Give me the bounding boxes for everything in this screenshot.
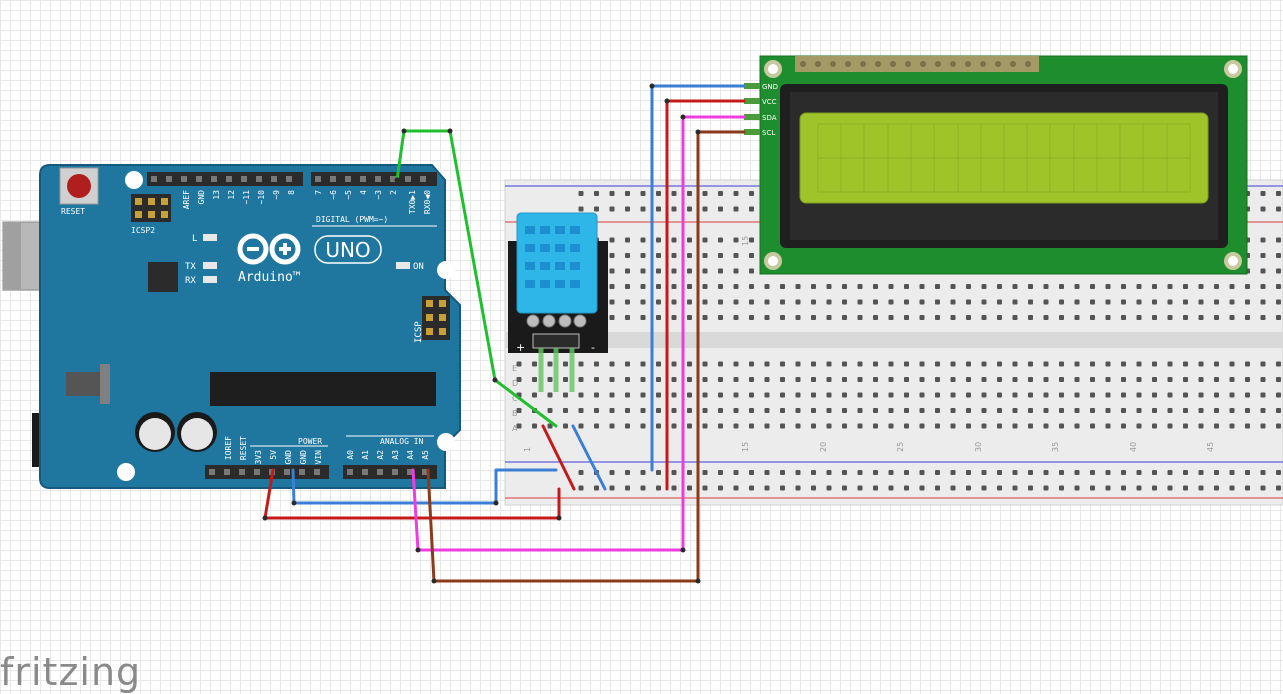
column-number: 40 (1129, 442, 1138, 452)
column-number: 20 (819, 442, 828, 452)
pin-label: A1 (361, 450, 370, 460)
mounting-hole (437, 261, 455, 279)
pin-label: A0 (346, 450, 355, 460)
led-tx-label: TX (185, 262, 196, 272)
wire-red-sensor-vcc[interactable] (541, 424, 576, 491)
wire-endpoints (262, 83, 701, 584)
column-number: 15 (741, 236, 750, 246)
pin-label: RESET (239, 436, 248, 460)
atmega-chip (210, 372, 436, 406)
digital-label: DIGITAL (PWM=~) (316, 215, 388, 224)
led-tx (203, 262, 217, 269)
icsp2-label: ICSP2 (131, 226, 155, 235)
analog-label: ANALOG IN (380, 437, 424, 446)
arduino-label: Arduino™ (238, 270, 301, 285)
pin-label: 8 (287, 190, 296, 195)
voltage-regulator (66, 364, 110, 404)
pin-label: ~11 (242, 190, 251, 205)
sensor-pin-header (532, 333, 580, 349)
uno-badge (314, 235, 382, 264)
icsp-label: ICSP (414, 321, 424, 343)
pin-label: ~5 (344, 190, 353, 200)
pin-label: ~3 (374, 190, 383, 200)
mounting-hole (437, 433, 455, 451)
pin-label: 7 (314, 190, 323, 195)
arduino-uno-board: RESET ICSP2 AREF GND 13 12 ~11 (2, 164, 461, 489)
pin-label: A3 (391, 450, 400, 460)
led-rx (203, 276, 217, 283)
pin-label: 13 (212, 190, 221, 200)
capacitor (177, 412, 217, 452)
icsp-header (422, 296, 450, 340)
icsp2-header (131, 194, 171, 222)
lcd-1602-module: GND VCC SDA SCL (744, 55, 1248, 275)
pin-label: 3V3 (254, 450, 263, 465)
pin-label: 5V (269, 450, 278, 460)
pin-label: 12 (227, 190, 236, 200)
arduino-logo-icon (237, 233, 301, 265)
digital-header (147, 172, 437, 186)
fritzing-brand-label: fritzing (0, 650, 142, 694)
center-channel (505, 332, 1283, 348)
mounting-hole (125, 171, 143, 189)
power-header (205, 465, 329, 479)
row-label: D (512, 379, 518, 388)
pin-label: A2 (376, 450, 385, 460)
reset-label: RESET (61, 207, 85, 216)
row-label: A (512, 424, 518, 433)
row-label: E (512, 364, 517, 373)
pin-label: 4 (359, 190, 368, 195)
analog-header (343, 465, 437, 479)
pin-label: A5 (421, 450, 430, 460)
lcd-top-header (795, 56, 1039, 72)
column-number: 1 (523, 447, 532, 452)
led-on (396, 262, 410, 269)
pin-label: VIN (314, 450, 323, 465)
pin-label: IOREF (224, 436, 233, 460)
uno-label: UNO (325, 238, 370, 262)
dht11-sensor-module: + - (508, 212, 608, 392)
pin-label: A4 (406, 450, 415, 460)
led-l-label: L (192, 234, 197, 244)
reset-button-cap[interactable] (67, 174, 91, 198)
board-pcb (39, 164, 461, 489)
column-number: 30 (974, 442, 983, 452)
capacitor (135, 412, 175, 452)
pin-label: RX0◀0 (423, 190, 432, 214)
pin-label: ~10 (257, 190, 266, 205)
led-on-label: ON (413, 262, 424, 272)
pin-label: 2 (389, 190, 398, 195)
usb-chip (148, 262, 178, 292)
led-l (203, 234, 217, 241)
pin-label: TX0▶1 (408, 190, 417, 214)
bottom-power-rail (570, 466, 1283, 494)
lcd-pin-label: GND (762, 83, 778, 91)
lcd-pin-label: SDA (762, 114, 777, 122)
pin-label: GND (284, 450, 293, 465)
sensor-plus-label: + (516, 341, 525, 354)
wire-red-5v[interactable] (263, 468, 561, 520)
pin-label: AREF (182, 190, 191, 209)
row-label: C (512, 394, 518, 403)
row-label: B (512, 409, 518, 418)
column-number: 45 (1206, 442, 1215, 452)
wire-blue-sensor-gnd[interactable] (571, 424, 607, 491)
column-number: 25 (896, 442, 905, 452)
pin-label: GND (299, 450, 308, 465)
column-number: 15 (741, 442, 750, 452)
mounting-hole (117, 463, 135, 481)
power-label: POWER (298, 437, 322, 446)
pin-label: ~6 (329, 190, 338, 200)
pin-label: GND (197, 190, 206, 205)
column-number: 35 (1051, 442, 1060, 452)
lcd-pin-label: VCC (762, 98, 777, 106)
sensor-minus-label: - (591, 341, 595, 354)
lower-terminal-strip (515, 355, 1283, 435)
pin-label: ~9 (272, 190, 281, 200)
lcd-pin-label: SCL (762, 129, 775, 137)
led-rx-label: RX (185, 276, 196, 286)
